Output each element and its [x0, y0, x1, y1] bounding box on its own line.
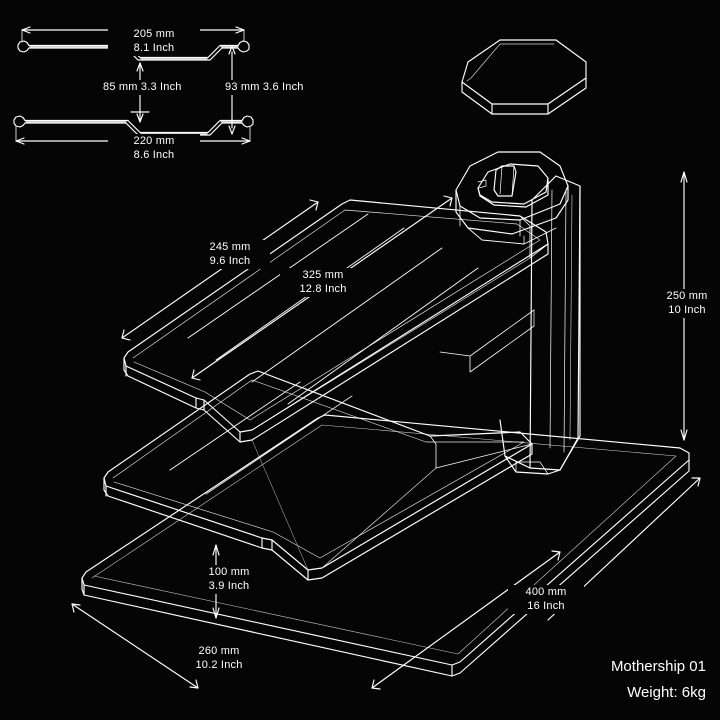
dim-label-100mm: 100 mm 3.9 Inch — [190, 565, 268, 594]
dim-label-85mm: 85 mm 3.3 Inch — [100, 80, 185, 95]
top-handle-block — [455, 151, 569, 245]
title-block: Mothership 01 Weight: 6kg — [610, 654, 706, 706]
product-name: Mothership 01 — [610, 654, 706, 680]
base-plate — [81, 414, 690, 677]
dim-label-250mm: 250 mm 10 Inch — [652, 289, 720, 318]
dim-label-220mm: 220 mm 8.6 Inch — [108, 134, 200, 163]
lower-shelf — [103, 370, 533, 581]
support-column — [499, 175, 581, 475]
shelf-connector-panel — [251, 309, 535, 571]
upper-shelf — [123, 199, 549, 443]
profile-bottom-section — [13, 115, 254, 136]
product-weight: Weight: 6kg — [610, 680, 706, 706]
dim-label-205mm: 205 mm 8.1 Inch — [108, 27, 200, 56]
dim-label-93mm: 93 mm 3.6 Inch — [222, 80, 307, 95]
dim-260mm-leader — [71, 603, 199, 689]
dim-label-245mm: 245 mm 9.6 Inch — [190, 240, 270, 269]
isolated-plate-part — [461, 39, 587, 115]
dim-label-325mm: 325 mm 12.8 Inch — [280, 268, 366, 297]
dim-245mm-leader — [121, 199, 319, 341]
dim-label-400mm: 400 mm 16 Inch — [508, 585, 584, 614]
dim-label-260mm: 260 mm 10.2 Inch — [176, 644, 262, 673]
